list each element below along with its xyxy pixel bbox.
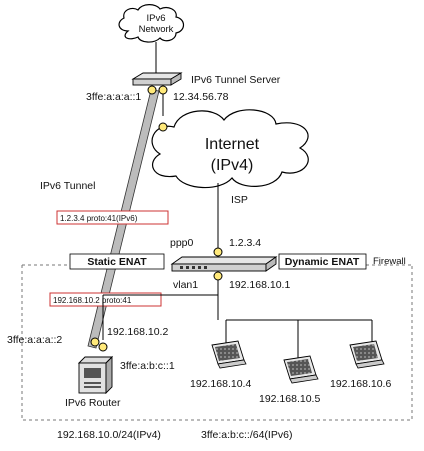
server-v4-port-icon [158,85,168,95]
server-v6-port-icon [147,85,157,95]
ipv6-cloud-line2: Network [139,24,174,35]
tunnel-server [131,72,183,95]
footer-v6: 3ffe:a:b:c::/64(IPv6) [201,429,292,441]
router-label: IPv6 Router [65,397,121,409]
tunnel-label: IPv6 Tunnel [40,180,95,192]
static-enat-box [69,253,165,270]
static-enat-label: Static ENAT [87,256,147,268]
router-tunnel-port-icon [90,337,100,347]
ppp0-ip: 1.2.3.4 [229,237,261,249]
ipv6-cloud-line1: IPv6 [146,13,165,24]
vlan1-ip: 192.168.10.1 [229,279,290,291]
pc1-ip: 192.168.10.4 [190,378,251,390]
tunnel-server-label: IPv6 Tunnel Server [191,74,281,86]
outer-packet-label: 1.2.3.4 proto:41(IPv6) [60,214,138,223]
tunnel-server-v6: 3ffe:a:a:a::1 [86,91,141,103]
router-lan-port-icon [98,342,108,352]
internet-cloud: Internet (IPv4) [151,109,309,189]
isp-label: ISP [231,194,248,206]
lan-boundary [21,264,413,421]
ppp0-port-icon [213,247,223,257]
inner-packet-label: 192.168.10.2 proto:41 [53,296,132,305]
ipv6-router-icon [77,355,114,395]
vlan1-port-icon [213,271,223,281]
dynamic-enat-label: Dynamic ENAT [285,256,360,268]
router-ip: 192.168.10.2 [107,326,168,338]
firewall-label: Firewall [373,256,406,267]
vlan1-label: vlan1 [173,279,198,291]
dynamic-enat-box [278,253,367,270]
router-v6-tunnel: 3ffe:a:a:a::2 [7,334,62,346]
internet-line2: (IPv4) [211,157,254,174]
pc-icon-3 [349,340,385,369]
inner-packet-box [49,292,162,307]
footer-v4: 192.168.10.0/24(IPv4) [57,429,161,441]
router-v6-lan: 3ffe:a:b:c::1 [120,360,175,372]
ppp0-label: ppp0 [170,237,194,249]
firewall-router [170,256,278,272]
pc-icon-2 [283,355,319,384]
ipv6-network-cloud: IPv6 Network [118,4,185,43]
outer-packet-box [56,210,169,225]
internet-line1: Internet [205,136,260,153]
pc3-ip: 192.168.10.6 [330,378,391,390]
pc-icon-1 [211,340,247,369]
tunnel-server-ip: 12.34.56.78 [173,91,229,103]
internet-server-port-icon [158,122,168,132]
pc2-ip: 192.168.10.5 [259,393,320,405]
